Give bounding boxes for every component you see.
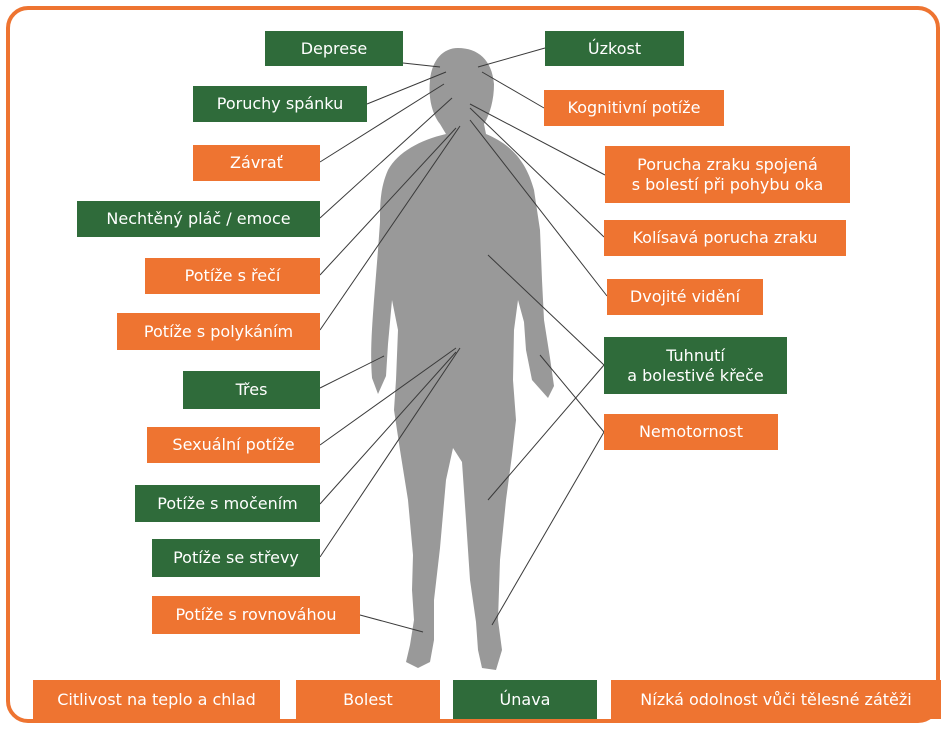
label-citlivost: Citlivost na teplo a chlad (33, 680, 280, 719)
label-sexualni-potize: Sexuální potíže (147, 427, 320, 463)
label-unava: Únava (453, 680, 597, 719)
label-porucha-zraku-pohyb: Porucha zraku spojená s bolestí při pohy… (605, 146, 850, 203)
woman-silhouette (371, 48, 554, 670)
label-potize-rovnovahou: Potíže s rovnováhou (152, 596, 360, 634)
label-potize-reci: Potíže s řečí (145, 258, 320, 294)
label-uzkost: Úzkost (545, 31, 684, 66)
label-potize-mocenim: Potíže s močením (135, 485, 320, 522)
label-tres: Třes (183, 371, 320, 409)
label-potize-polykanim: Potíže s polykáním (117, 313, 320, 350)
label-poruchy-spanku: Poruchy spánku (193, 86, 367, 122)
label-bolest: Bolest (296, 680, 440, 719)
connector-uzkost (478, 48, 545, 67)
label-kognitivni-potize: Kognitivní potíže (544, 90, 724, 126)
label-dvojite-videni: Dvojité vidění (607, 279, 763, 315)
label-kolisava-porucha: Kolísavá porucha zraku (604, 220, 846, 256)
label-nemotornost: Nemotornost (604, 414, 778, 450)
label-potize-strevy: Potíže se střevy (152, 539, 320, 577)
label-nechteny-plac: Nechtěný pláč / emoce (77, 201, 320, 237)
label-zavrat: Závrať (193, 145, 320, 181)
label-tuhnuti: Tuhnutí a bolestivé křeče (604, 337, 787, 394)
label-nizka-odolnost: Nízká odolnost vůči tělesné zátěži (611, 680, 941, 719)
label-deprese: Deprese (265, 31, 403, 66)
